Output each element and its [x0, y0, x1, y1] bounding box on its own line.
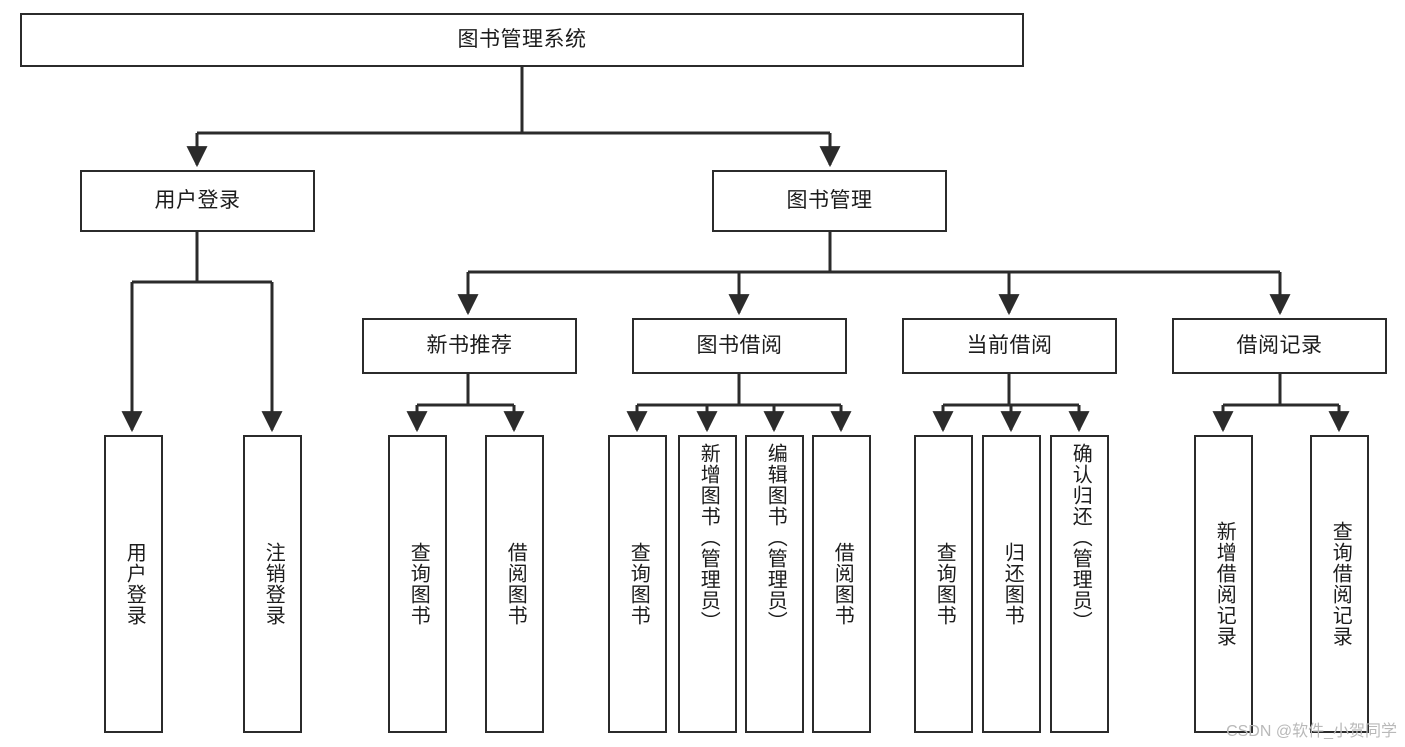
node-new-book-recommend[interactable]: 新书推荐: [362, 318, 577, 374]
node-label: 注销登录: [262, 542, 285, 626]
node-label: 借阅图书: [504, 542, 527, 626]
leaf-book-borrow-edit[interactable]: 编辑图书（管理员）: [745, 435, 804, 733]
node-label: 借阅记录: [1236, 334, 1323, 358]
node-label: 查询图书: [933, 542, 956, 626]
leaf-borrow-record-add[interactable]: 新增借阅记录: [1194, 435, 1253, 733]
node-borrow-record[interactable]: 借阅记录: [1172, 318, 1387, 374]
node-book-borrow[interactable]: 图书借阅: [632, 318, 847, 374]
leaf-current-borrow-confirm-return[interactable]: 确认归还（管理员）: [1050, 435, 1109, 733]
leaf-user-login-logout[interactable]: 注销登录: [243, 435, 302, 733]
node-root-book-management-system[interactable]: 图书管理系统: [20, 13, 1024, 67]
node-label: 新增借阅记录: [1213, 521, 1236, 647]
node-book-management[interactable]: 图书管理: [712, 170, 947, 232]
node-current-borrow[interactable]: 当前借阅: [902, 318, 1117, 374]
leaf-new-book-borrow[interactable]: 借阅图书: [485, 435, 544, 733]
leaf-book-borrow-query[interactable]: 查询图书: [608, 435, 667, 733]
node-label: 归还图书: [1001, 542, 1024, 626]
leaf-book-borrow-add[interactable]: 新增图书（管理员）: [678, 435, 737, 733]
leaf-current-borrow-query[interactable]: 查询图书: [914, 435, 973, 733]
leaf-borrow-record-query[interactable]: 查询借阅记录: [1310, 435, 1369, 733]
node-label: 图书借阅: [696, 334, 783, 358]
node-label: 图书管理系统: [457, 28, 587, 52]
node-label: 用户登录: [154, 189, 241, 213]
node-label: 用户登录: [123, 542, 146, 626]
node-label: 查询图书: [627, 542, 650, 626]
node-label: 查询图书: [407, 542, 430, 626]
node-label: 确认归还（管理员）: [1069, 443, 1092, 632]
node-user-login[interactable]: 用户登录: [80, 170, 315, 232]
node-label: 新书推荐: [426, 334, 513, 358]
node-label: 借阅图书: [831, 542, 854, 626]
leaf-new-book-query[interactable]: 查询图书: [388, 435, 447, 733]
leaf-user-login-login[interactable]: 用户登录: [104, 435, 163, 733]
leaf-book-borrow-borrow[interactable]: 借阅图书: [812, 435, 871, 733]
node-label: 编辑图书（管理员）: [764, 443, 787, 632]
node-label: 新增图书（管理员）: [697, 443, 720, 632]
node-label: 图书管理: [786, 189, 873, 213]
leaf-current-borrow-return[interactable]: 归还图书: [982, 435, 1041, 733]
node-label: 查询借阅记录: [1329, 521, 1352, 647]
node-label: 当前借阅: [966, 334, 1053, 358]
